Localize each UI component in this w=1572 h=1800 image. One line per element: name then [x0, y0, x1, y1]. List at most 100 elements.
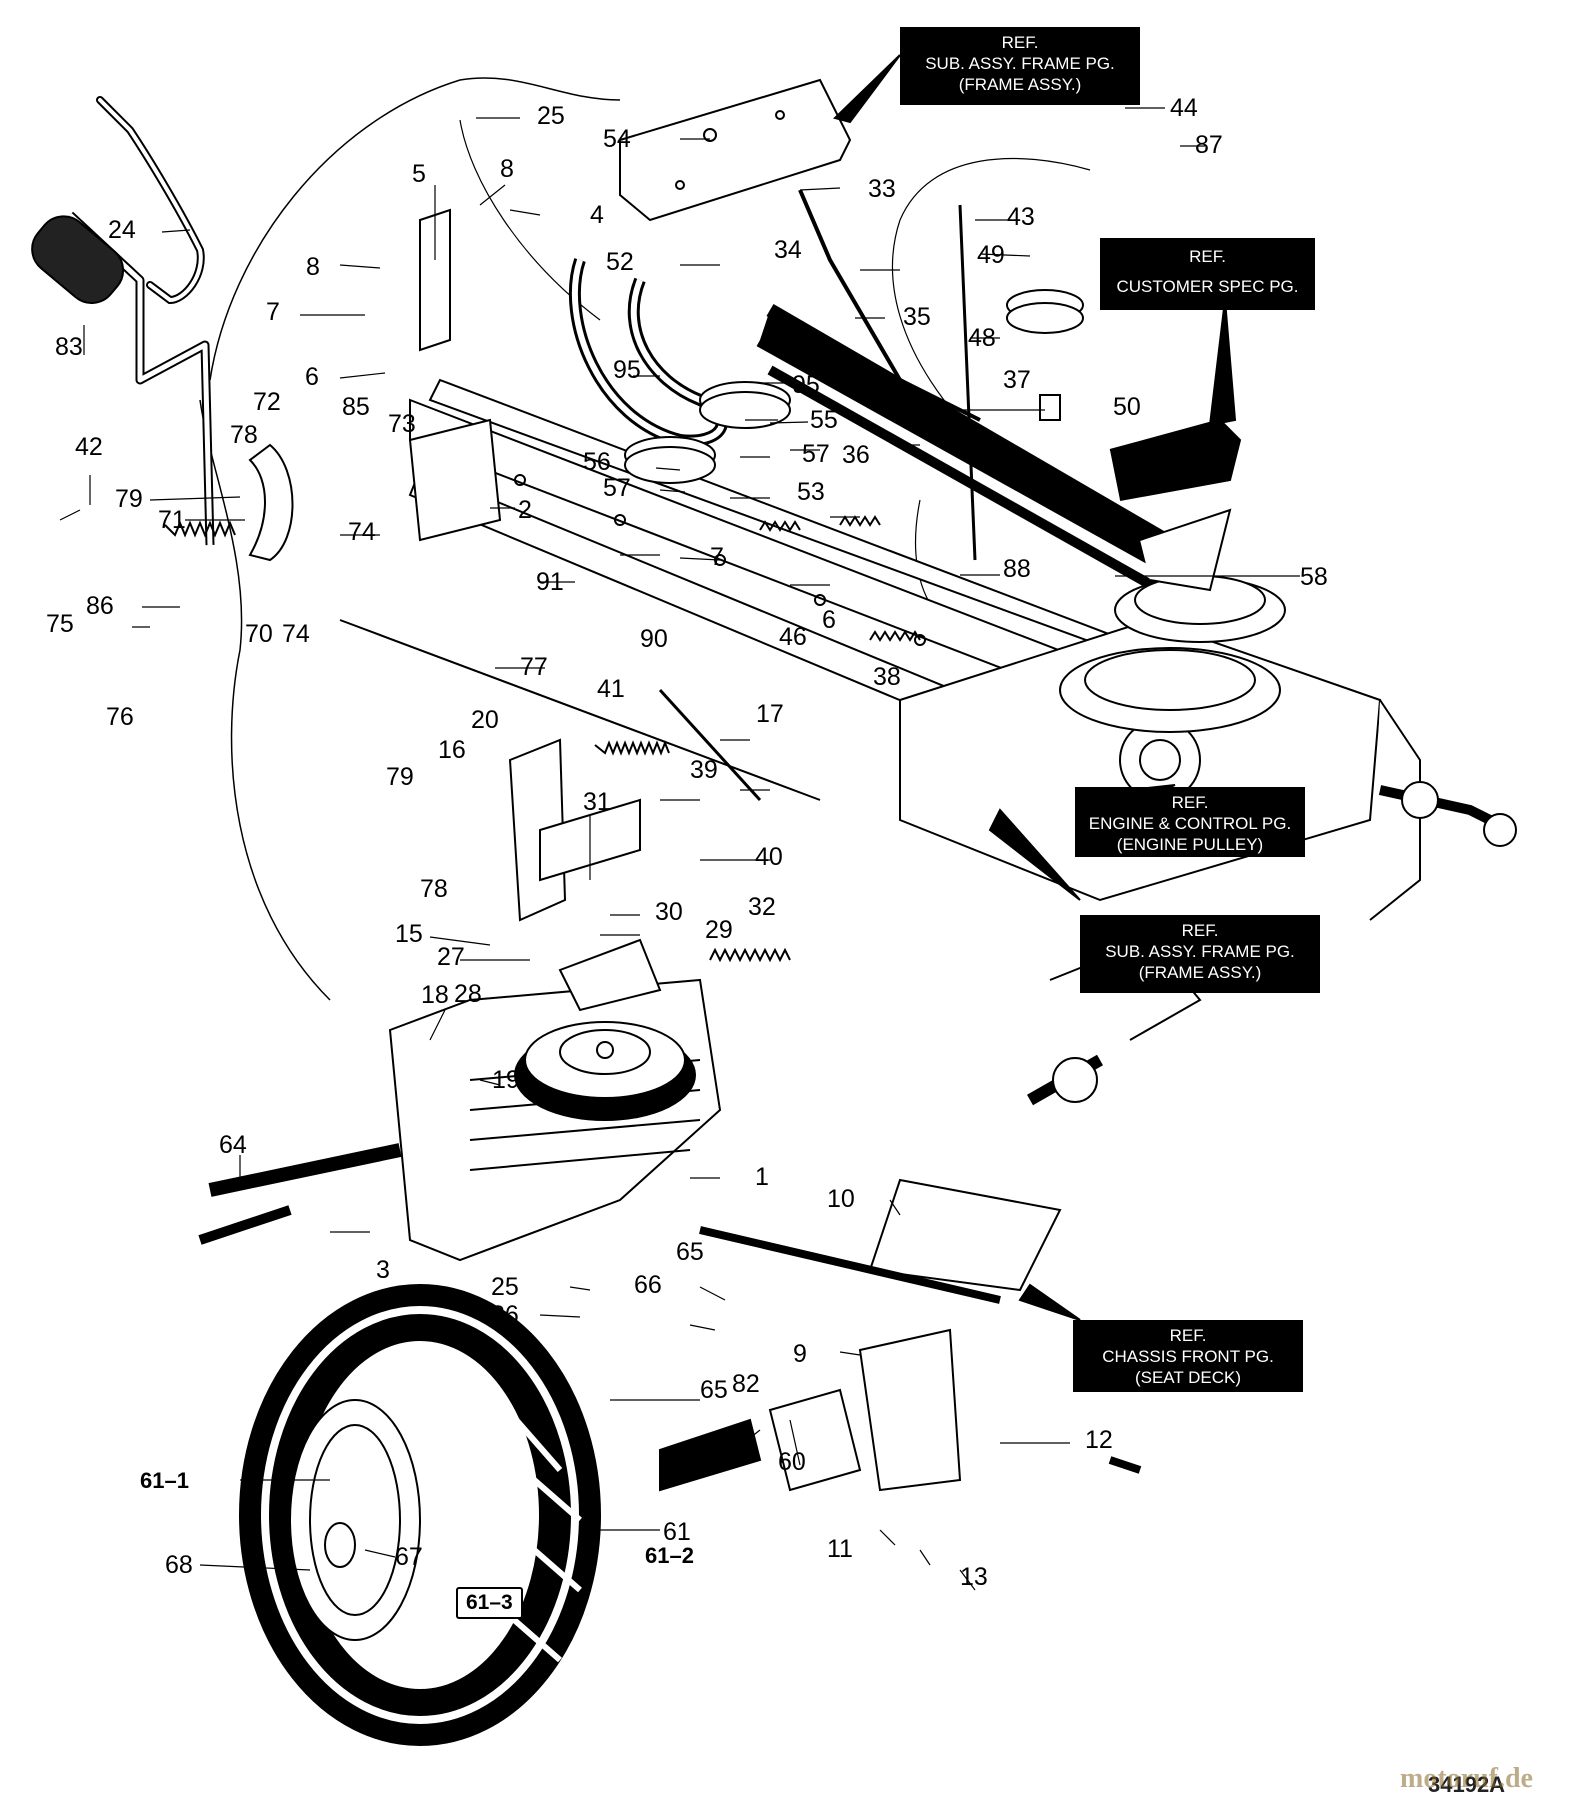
ref-line: REF.: [1189, 247, 1226, 266]
part-label: 78: [420, 875, 448, 903]
part-label: 57: [802, 440, 830, 468]
ref-box-subassy-frame-top: REF. SUB. ASSY. FRAME PG. (FRAME ASSY.): [900, 27, 1140, 105]
part-label: 72: [253, 388, 281, 416]
part-label: 19: [492, 1066, 520, 1094]
part-label: 3: [376, 1256, 390, 1284]
part-label: 95: [613, 356, 641, 384]
part-label: 56: [583, 448, 611, 476]
part-label: 26: [491, 1301, 519, 1329]
part-label: 1: [755, 1163, 769, 1191]
part-label: 87: [1195, 131, 1223, 159]
part-label: 46: [779, 623, 807, 651]
part-label: 25: [537, 102, 565, 130]
part-label: 7: [266, 298, 280, 326]
ref-line: CHASSIS FRONT PG.: [1102, 1347, 1274, 1366]
part-label: 82: [732, 1370, 760, 1398]
part-label: 36: [842, 441, 870, 469]
part-label: 54: [603, 125, 631, 153]
ref-line: CUSTOMER SPEC PG.: [1116, 277, 1299, 296]
part-label: 67: [395, 1543, 423, 1571]
part-label: 50: [1113, 393, 1141, 421]
part-label: 65: [700, 1376, 728, 1404]
part-label: 16: [438, 736, 466, 764]
part-label: 77: [520, 653, 548, 681]
part-label: 57: [603, 474, 631, 502]
part-label: 86: [86, 592, 114, 620]
part-label: 48: [968, 324, 996, 352]
part-label: 44: [1170, 94, 1198, 122]
part-label: 70: [245, 620, 273, 648]
part-label: 17: [756, 700, 784, 728]
ref-line: ENGINE & CONTROL PG.: [1088, 814, 1292, 833]
ref-line: (FRAME ASSY.): [958, 75, 1082, 94]
part-label: 49: [977, 241, 1005, 269]
part-label: 8: [306, 253, 320, 281]
ref-line: (SEAT DECK): [1134, 1368, 1242, 1387]
part-label: 9: [793, 1340, 807, 1368]
part-label: 28: [454, 980, 482, 1008]
part-label-61-2: 61–2: [645, 1543, 694, 1568]
part-label: 61: [663, 1518, 691, 1546]
part-label: 79: [115, 485, 143, 513]
part-label: 95: [792, 371, 820, 399]
part-label: 24: [108, 216, 136, 244]
part-label: 88: [1003, 555, 1031, 583]
ref-line: REF.: [1171, 793, 1209, 812]
watermark-logo: motoruf.de: [1400, 1763, 1533, 1794]
part-label: 79: [386, 763, 414, 791]
part-label: 35: [903, 303, 931, 331]
part-label: 42: [75, 433, 103, 461]
part-label-61-1: 61–1: [140, 1468, 189, 1493]
part-label: 41: [597, 675, 625, 703]
ref-line: (ENGINE PULLEY): [1116, 835, 1264, 854]
part-label: 83: [55, 333, 83, 361]
part-label: 7: [710, 543, 724, 571]
part-label: 30: [655, 898, 683, 926]
part-label: 58: [1300, 563, 1328, 591]
ref-box-subassy-frame-mid: REF. SUB. ASSY. FRAME PG. (FRAME ASSY.): [1080, 915, 1320, 993]
part-label: 66: [634, 1271, 662, 1299]
part-label: 12: [1085, 1426, 1113, 1454]
ref-box-engine-control: REF. ENGINE & CONTROL PG. (ENGINE PULLEY…: [1075, 787, 1305, 857]
part-label: 73: [388, 410, 416, 438]
part-label: 43: [1007, 203, 1035, 231]
part-label: 65: [676, 1238, 704, 1266]
part-label: 52: [606, 248, 634, 276]
part-label: 6: [305, 363, 319, 391]
part-label: 25: [491, 1273, 519, 1301]
part-label-61-3: 61–3: [456, 1587, 523, 1619]
ref-box-customer-spec: REF. CUSTOMER SPEC PG.: [1100, 238, 1315, 310]
part-label: 34: [774, 236, 802, 264]
part-label: 64: [219, 1131, 247, 1159]
part-label: 18: [421, 981, 449, 1009]
part-label: 29: [705, 916, 733, 944]
drawing-code: 34192A: [1428, 1772, 1506, 1797]
ref-line: SUB. ASSY. FRAME PG.: [925, 54, 1115, 73]
part-label: 68: [165, 1551, 193, 1579]
part-label: 2: [518, 496, 532, 524]
ref-line: SUB. ASSY. FRAME PG.: [1105, 942, 1295, 961]
part-label: 10: [827, 1185, 855, 1213]
part-label: 76: [106, 703, 134, 731]
ref-box-chassis-front: REF. CHASSIS FRONT PG. (SEAT DECK): [1073, 1320, 1303, 1392]
ref-line: REF.: [1169, 1326, 1207, 1345]
part-label: 4: [590, 201, 604, 229]
ref-line: REF.: [1181, 921, 1219, 940]
part-label: 8: [500, 155, 514, 183]
part-label: 85: [342, 393, 370, 421]
ref-line: (FRAME ASSY.): [1138, 963, 1262, 982]
part-label: 33: [868, 175, 896, 203]
part-label: 11: [827, 1535, 853, 1563]
part-label: 91: [536, 568, 564, 596]
part-label: 53: [797, 478, 825, 506]
part-label: 13: [960, 1563, 988, 1591]
part-label: 78: [230, 421, 258, 449]
part-label: 55: [810, 406, 838, 434]
part-label: 60: [778, 1448, 806, 1476]
part-label: 40: [755, 843, 783, 871]
part-label: 32: [748, 893, 776, 921]
part-label: 39: [690, 756, 718, 784]
part-label: 27: [437, 943, 465, 971]
